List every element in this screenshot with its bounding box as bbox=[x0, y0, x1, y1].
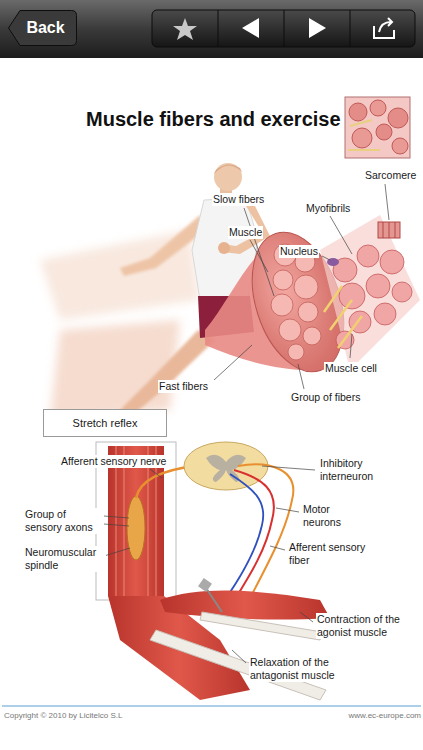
box-label: Stretch reflex bbox=[73, 417, 138, 429]
thumb-fiber bbox=[376, 124, 392, 140]
sarcomere-block bbox=[378, 222, 400, 238]
leader-line bbox=[262, 466, 315, 470]
muscle-column bbox=[108, 446, 164, 596]
leader-line bbox=[385, 184, 389, 220]
leader-line bbox=[104, 524, 129, 526]
segment-frame bbox=[152, 10, 415, 47]
part-label: Motor neurons bbox=[302, 503, 356, 529]
thumb-fiber bbox=[388, 108, 408, 128]
button-outline bbox=[9, 11, 77, 46]
part-label: Inhibitory interneuron bbox=[319, 457, 395, 483]
fiber bbox=[294, 275, 318, 299]
fiber bbox=[271, 294, 293, 316]
part-label: Muscle cell bbox=[324, 362, 378, 375]
part-label: Relaxation of the antagonist muscle bbox=[249, 656, 363, 682]
footer-text: Copyright © 2010 by Licitelco S.L bbox=[3, 710, 123, 721]
muscle-cell bbox=[366, 274, 390, 298]
thumbnail-frame bbox=[345, 97, 410, 158]
share-icon bbox=[374, 18, 394, 38]
leader-line bbox=[104, 548, 130, 556]
part-label: Afferent sensory fiber bbox=[288, 541, 386, 567]
head bbox=[214, 163, 242, 191]
part-label: Sarcomere bbox=[364, 169, 417, 182]
part-label: Muscle bbox=[228, 226, 263, 239]
next-icon bbox=[309, 18, 326, 38]
thumb-vessel bbox=[348, 120, 380, 150]
muscle-cell bbox=[374, 303, 396, 325]
fiber bbox=[303, 327, 321, 345]
thumb-fiber bbox=[370, 100, 386, 116]
reflex-hammer bbox=[206, 588, 222, 612]
leader-line bbox=[298, 364, 304, 389]
fiber bbox=[298, 302, 318, 322]
leader-line bbox=[244, 208, 274, 296]
leader-line bbox=[300, 612, 313, 622]
section-box: Stretch reflex bbox=[43, 409, 167, 437]
neuromuscular-spindle bbox=[127, 496, 145, 560]
toolbar bbox=[0, 0, 423, 58]
muscle-cell bbox=[392, 282, 412, 302]
part-label: Afferent sensory nerve bbox=[60, 455, 167, 468]
part-label: Fast fibers bbox=[158, 380, 209, 393]
part-label: Slow fibers bbox=[212, 193, 265, 206]
footer-rule bbox=[2, 706, 421, 707]
segment-divider bbox=[218, 10, 219, 47]
prev-icon bbox=[242, 18, 259, 38]
part-label: Group of sensory axons bbox=[24, 508, 104, 534]
fiber-groups bbox=[271, 244, 321, 360]
fiber-strands bbox=[324, 286, 362, 348]
button-label: Back bbox=[26, 19, 64, 37]
leader-lines bbox=[214, 184, 389, 389]
fiber bbox=[273, 270, 293, 290]
muscle-striation bbox=[116, 446, 156, 596]
muscle-cell bbox=[380, 250, 404, 274]
share-arrow bbox=[379, 18, 392, 32]
segment-divider bbox=[284, 10, 285, 47]
spinal-cord bbox=[184, 442, 268, 490]
leader-line bbox=[276, 508, 299, 512]
leader-line bbox=[250, 240, 268, 272]
bundle-sheath bbox=[320, 215, 420, 370]
muscle-cell bbox=[339, 283, 365, 309]
leader-line bbox=[232, 650, 246, 663]
forearm-bone bbox=[200, 612, 322, 640]
footer-text: www.ec-europe.com bbox=[300, 710, 422, 721]
segment-divider bbox=[350, 10, 351, 47]
back-button: Back bbox=[8, 10, 77, 46]
fiber bbox=[288, 344, 304, 360]
fist bbox=[218, 242, 230, 254]
thumb-fiber bbox=[352, 128, 372, 148]
thumb-fiber bbox=[392, 138, 408, 154]
leader-line bbox=[270, 546, 285, 550]
fiber bbox=[279, 319, 301, 341]
hammer-head bbox=[198, 578, 212, 592]
leader-line bbox=[214, 345, 252, 380]
thumb-fiber bbox=[349, 103, 367, 121]
part-label: Contraction of the agonist muscle bbox=[316, 613, 418, 639]
star-icon bbox=[173, 18, 197, 40]
hair bbox=[214, 164, 242, 174]
sarcomere-bands bbox=[383, 222, 395, 238]
part-label: Myofibrils bbox=[305, 202, 351, 215]
muscle-zoom bbox=[205, 215, 420, 383]
segmented-control bbox=[152, 10, 415, 47]
leader-line bbox=[104, 516, 129, 518]
grey-matter bbox=[206, 455, 246, 482]
sarcomere bbox=[378, 222, 400, 238]
muscle-cell bbox=[357, 245, 379, 267]
muscle-cells bbox=[333, 245, 412, 349]
leader-line bbox=[150, 469, 162, 478]
share-tray bbox=[374, 26, 394, 38]
thumbnail bbox=[345, 97, 410, 158]
leader-line bbox=[330, 216, 352, 254]
leader-line bbox=[350, 334, 352, 358]
leader-line bbox=[322, 256, 330, 260]
part-label: Group of fibers bbox=[290, 391, 361, 404]
part-label: Neuromuscular spindle bbox=[24, 546, 106, 572]
page-title: Muscle fibers and exercise bbox=[86, 108, 341, 131]
leader-lines bbox=[104, 466, 315, 663]
part-label: Nucleus bbox=[279, 245, 319, 258]
